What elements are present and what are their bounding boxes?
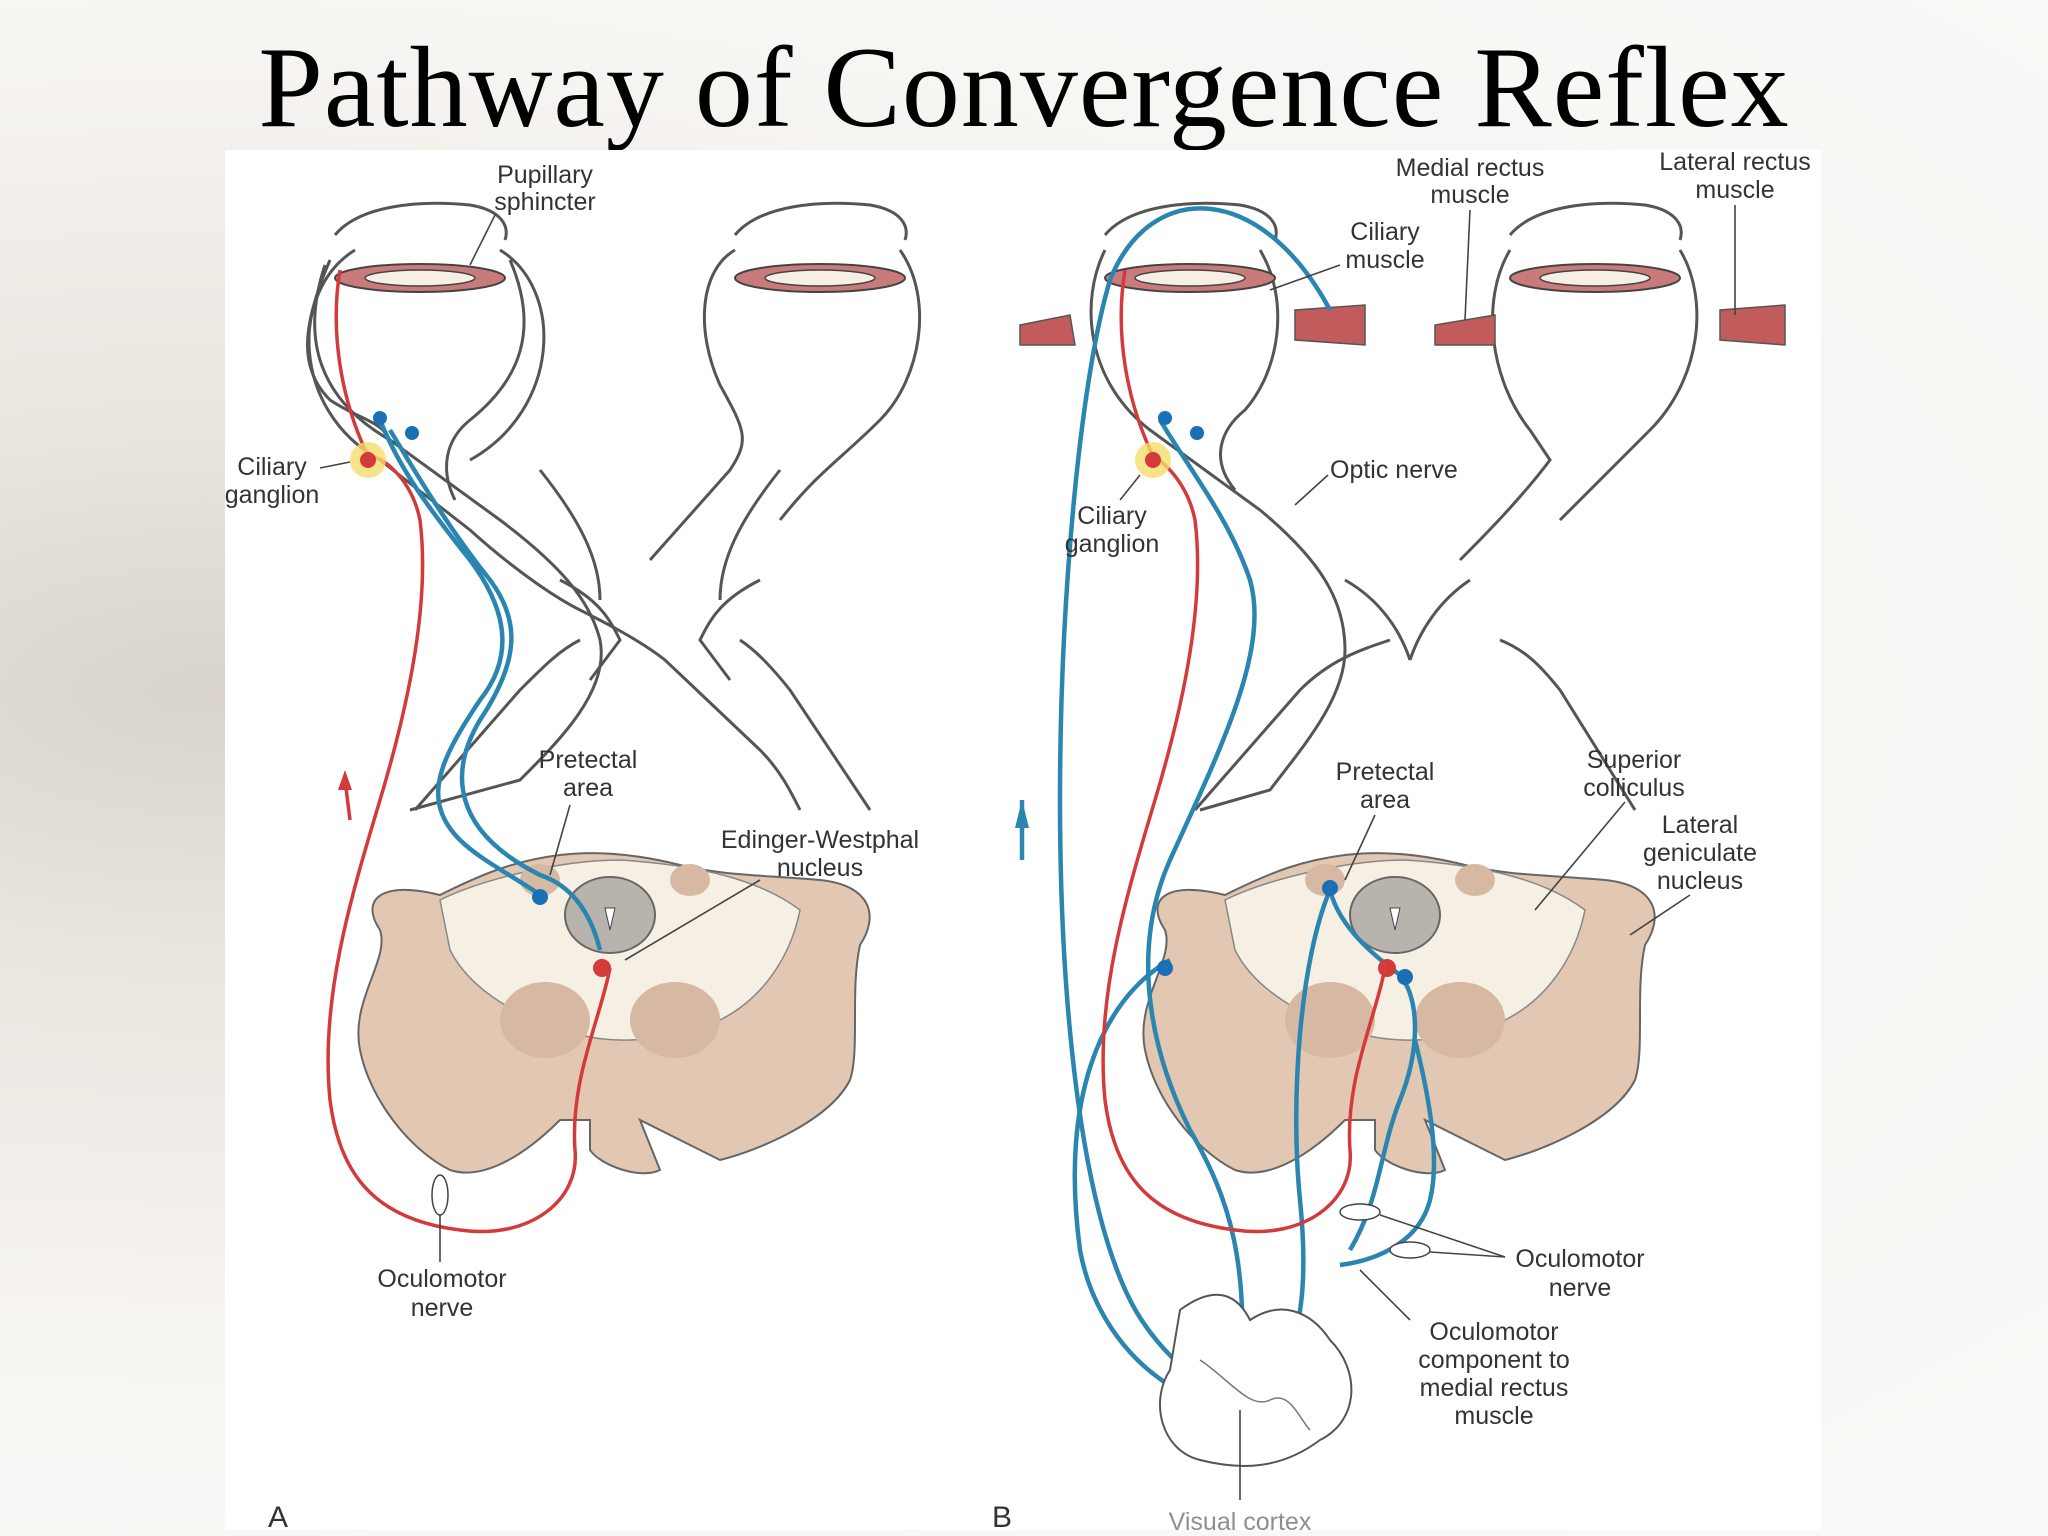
label-pupillary-sphincter: Pupillary	[497, 161, 593, 189]
label-superior-colliculus: Superior	[1587, 746, 1682, 774]
left-eye-a	[306, 201, 802, 812]
svg-text:geniculate: geniculate	[1643, 839, 1757, 867]
label-pretectal-area-b: Pretectal	[1336, 758, 1435, 786]
svg-text:medial rectus: medial rectus	[1420, 1374, 1569, 1402]
svg-text:sphincter: sphincter	[494, 188, 595, 216]
svg-text:area: area	[563, 774, 613, 802]
svg-text:ganglion: ganglion	[1065, 530, 1160, 558]
labels-b: Medial rectus muscle Lateral rectus musc…	[992, 148, 1811, 1536]
panel-letter-a: A	[268, 1501, 288, 1534]
svg-text:muscle: muscle	[1430, 181, 1509, 209]
svg-text:area: area	[1360, 786, 1410, 814]
optic-chiasm-b	[1193, 578, 1637, 811]
panel-b: Medial rectus muscle Lateral rectus musc…	[992, 148, 1811, 1536]
labels-a: Pupillary sphincter Ciliary ganglion Pre…	[225, 161, 919, 1534]
label-pretectal-area-a: Pretectal	[539, 746, 638, 774]
svg-text:nucleus: nucleus	[1657, 867, 1743, 895]
svg-text:muscle: muscle	[1695, 176, 1774, 204]
label-optic-nerve: Optic nerve	[1330, 456, 1458, 484]
svg-text:nerve: nerve	[1549, 1274, 1612, 1302]
label-lateral-rectus: Lateral rectus	[1659, 148, 1810, 176]
efferent-pathway-a	[326, 269, 612, 1234]
svg-text:muscle: muscle	[1345, 246, 1424, 274]
left-eye-b	[1019, 201, 1366, 812]
label-oculomotor-nerve-b: Oculomotor	[1515, 1245, 1644, 1273]
optic-chiasm-a	[413, 469, 872, 811]
afferent-pathway-a	[373, 411, 603, 951]
svg-text:ganglion: ganglion	[225, 481, 320, 509]
slide-title: Pathway of Convergence Reflex	[258, 24, 1790, 152]
label-lateral-geniculate: Lateral	[1662, 811, 1738, 839]
label-oculomotor-component: Oculomotor	[1429, 1318, 1558, 1346]
svg-text:colliculus: colliculus	[1583, 774, 1684, 802]
label-oculomotor-nerve-a: Oculomotor	[377, 1265, 506, 1293]
label-edinger-westphal: Edinger-Westphal	[721, 826, 919, 854]
label-visual-cortex: Visual cortex	[1169, 1508, 1312, 1536]
right-eye-a	[648, 201, 922, 561]
label-ciliary-ganglion-b: Ciliary	[1077, 502, 1147, 530]
label-ciliary-muscle: Ciliary	[1350, 218, 1420, 246]
midbrain-b	[1142, 852, 1656, 1175]
label-medial-rectus: Medial rectus	[1396, 154, 1545, 182]
midbrain-a	[357, 852, 871, 1175]
svg-text:muscle: muscle	[1454, 1402, 1533, 1430]
svg-text:nucleus: nucleus	[777, 854, 863, 882]
panel-a: Pupillary sphincter Ciliary ganglion Pre…	[225, 161, 922, 1534]
panel-letter-b: B	[992, 1501, 1012, 1534]
svg-text:nerve: nerve	[411, 1294, 474, 1322]
label-ciliary-ganglion-a: Ciliary	[237, 453, 307, 481]
visual-cortex	[1159, 1293, 1353, 1467]
afferent-pathway-b	[1015, 206, 1437, 1408]
svg-text:component to: component to	[1418, 1346, 1570, 1374]
right-eye-b	[1434, 201, 1786, 562]
efferent-pathway-b	[1101, 269, 1431, 1259]
